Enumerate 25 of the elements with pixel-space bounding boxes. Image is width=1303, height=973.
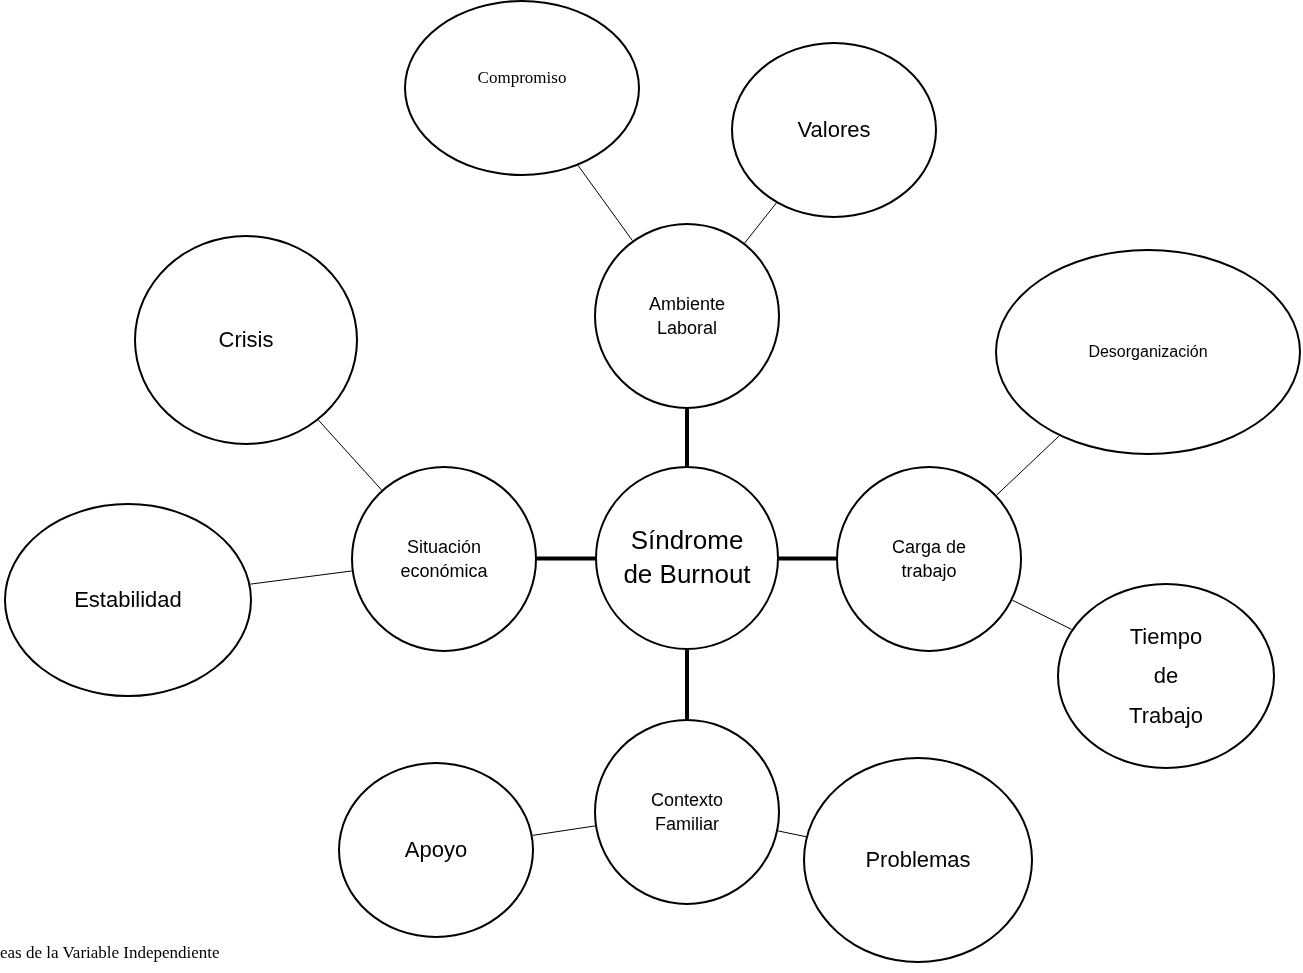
node-label: Apoyo xyxy=(403,836,469,864)
connector-line xyxy=(532,825,596,836)
connector-line xyxy=(779,556,836,561)
connector-line xyxy=(249,570,353,585)
connector-line xyxy=(577,164,633,242)
connector-line xyxy=(537,556,595,561)
connector-line xyxy=(996,435,1060,496)
connector-line xyxy=(685,650,689,719)
node-label: Situación económica xyxy=(399,535,489,583)
node-label: Carga de trabajo xyxy=(890,535,968,583)
connector-line xyxy=(685,409,689,466)
node-label: Ambiente Laboral xyxy=(647,292,726,340)
node-label: Tiempo de Trabajo xyxy=(1128,622,1204,730)
node-label: Compromiso xyxy=(476,67,568,89)
caption: eas de la Variable Independiente xyxy=(0,943,220,963)
connector-line xyxy=(777,830,807,838)
node-label: Síndrome de Burnout xyxy=(622,524,752,591)
node-label: Valores xyxy=(796,116,872,144)
node-label: Crisis xyxy=(217,326,275,354)
node-label: Desorganización xyxy=(1087,342,1209,362)
node-label: Problemas xyxy=(864,846,972,874)
connector-line xyxy=(317,419,383,491)
node-label: Estabilidad xyxy=(73,586,183,614)
connector-line xyxy=(744,202,777,244)
node-label: Contexto Familiar xyxy=(649,788,724,836)
